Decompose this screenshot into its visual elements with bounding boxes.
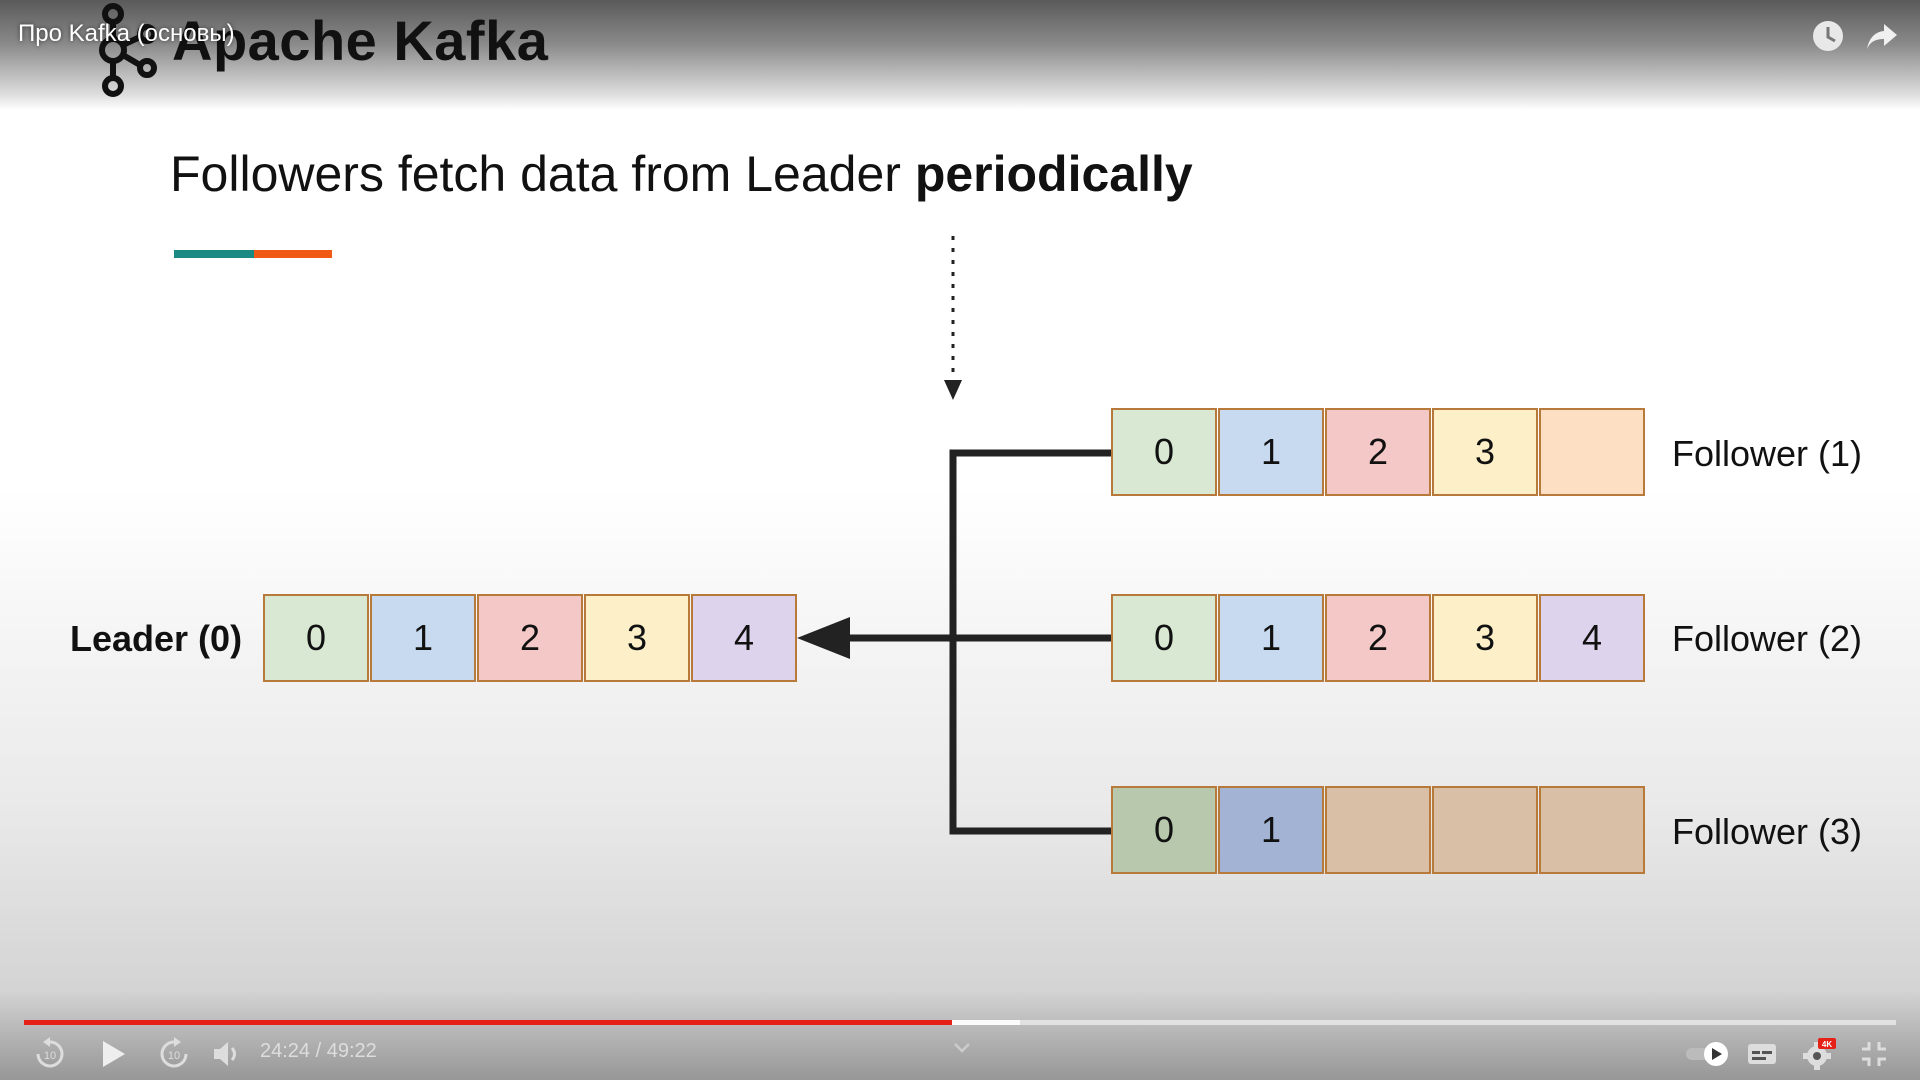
slide-title-regular: Followers fetch data from Leader bbox=[170, 146, 915, 202]
follower-2-cell-3: 3 bbox=[1432, 594, 1538, 682]
leader-cell-2: 2 bbox=[477, 594, 583, 682]
follower-bracket-line bbox=[949, 449, 1111, 835]
leader-label: Leader (0) bbox=[70, 618, 243, 659]
top-overlay bbox=[0, 0, 1920, 110]
volume-icon[interactable] bbox=[208, 1036, 244, 1072]
follower-1-cell-2: 2 bbox=[1325, 408, 1431, 496]
follower-2-cell-0: 0 bbox=[1111, 594, 1217, 682]
kafka-logo-text: Apache Kafka bbox=[172, 9, 549, 72]
follower-3-cell-2 bbox=[1325, 786, 1431, 874]
chevron-down-icon[interactable] bbox=[950, 1040, 974, 1056]
follower-1-cell-3: 3 bbox=[1432, 408, 1538, 496]
connector-lines bbox=[797, 236, 1111, 835]
replay-10-icon[interactable]: 10 bbox=[32, 1036, 68, 1072]
progress-played bbox=[24, 1020, 953, 1025]
svg-text:10: 10 bbox=[44, 1050, 56, 1062]
leader-cell-1: 1 bbox=[370, 594, 476, 682]
accent-bar-teal bbox=[174, 250, 254, 258]
subtitles-icon[interactable] bbox=[1744, 1036, 1780, 1072]
follower-3-cell-1: 1 bbox=[1218, 786, 1324, 874]
exit-fullscreen-icon[interactable] bbox=[1856, 1036, 1892, 1072]
kafka-logo-icon bbox=[99, 3, 157, 97]
time-display: 24:24 / 49:22 bbox=[260, 1040, 377, 1062]
follower-3-cell-4 bbox=[1539, 786, 1645, 874]
follower-2-cell-2: 2 bbox=[1325, 594, 1431, 682]
follower-1-cell-4 bbox=[1539, 408, 1645, 496]
settings-badge: 4K bbox=[1822, 1040, 1832, 1049]
slide-title: Followers fetch data from Leader periodi… bbox=[170, 145, 1193, 203]
forward-10-icon[interactable]: 10 bbox=[156, 1036, 192, 1072]
follower-3-cell-0: 0 bbox=[1111, 786, 1217, 874]
settings-icon[interactable]: 4K bbox=[1800, 1036, 1836, 1072]
share-icon[interactable] bbox=[1864, 18, 1900, 54]
follower-3-label: Follower (3) bbox=[1672, 811, 1863, 852]
video-title[interactable]: Про Kafka (основы) bbox=[18, 20, 235, 47]
follower-2-label: Follower (2) bbox=[1672, 618, 1863, 659]
leader-cell-0: 0 bbox=[263, 594, 369, 682]
svg-text:10: 10 bbox=[168, 1050, 180, 1062]
follower-1-cell-1: 1 bbox=[1218, 408, 1324, 496]
watch-later-icon[interactable] bbox=[1810, 18, 1846, 54]
play-icon[interactable] bbox=[94, 1036, 130, 1072]
follower-2-cell-4: 4 bbox=[1539, 594, 1645, 682]
dotted-pointer-arrowhead bbox=[944, 380, 962, 400]
leader-cell-3: 3 bbox=[584, 594, 690, 682]
follower-1-cell-0: 0 bbox=[1111, 408, 1217, 496]
follower-3-cell-3 bbox=[1432, 786, 1538, 874]
autoplay-toggle-icon[interactable] bbox=[1684, 1040, 1730, 1068]
slide-title-bold: periodically bbox=[914, 146, 1193, 202]
leader-cell-4: 4 bbox=[691, 594, 797, 682]
follower-1-label: Follower (1) bbox=[1672, 433, 1863, 474]
fetch-arrow-head bbox=[797, 617, 850, 659]
follower-2-cell-1: 1 bbox=[1218, 594, 1324, 682]
accent-bar-orange bbox=[254, 250, 332, 258]
controls-overlay bbox=[0, 990, 1920, 1080]
